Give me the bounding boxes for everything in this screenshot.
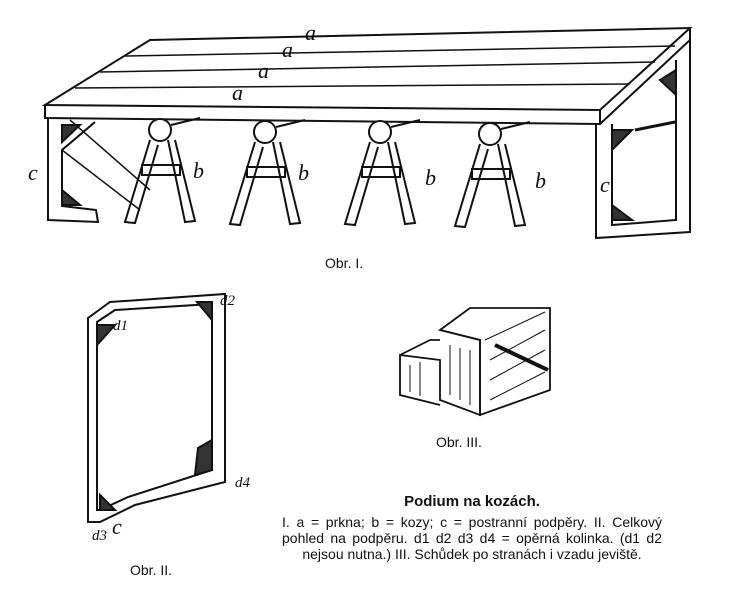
label-b: b (535, 168, 546, 193)
label-b: b (425, 165, 436, 190)
board-seams (74, 45, 676, 89)
figure-3-caption: Obr. III. (436, 434, 482, 450)
label-a: a (258, 58, 269, 83)
podium-tabletop (41, 26, 693, 112)
caption-body: I. a = prkna; b = kozy; c = postranní po… (282, 514, 662, 562)
sawhorses (123, 117, 531, 229)
label-b: b (298, 160, 309, 185)
label-a: a (232, 80, 243, 105)
figure-2-labels: d1 d2 d3 d4 c Obr. II. (92, 293, 251, 578)
label-d2: d2 (220, 293, 236, 309)
label-c: c (600, 172, 610, 197)
label-c: c (28, 160, 38, 185)
caption-title: Podium na kozách. (404, 493, 540, 510)
left-support (47, 118, 100, 224)
figure-1-labels: a a a a b b b b c c Obr. I. (28, 20, 610, 271)
figure-caption: Podium na kozách. I. a = prkna; b = kozy… (282, 493, 662, 563)
right-support (595, 40, 691, 240)
label-d3: d3 (92, 528, 107, 544)
label-c: c (112, 514, 122, 539)
figure-1-caption: Obr. I. (325, 255, 363, 271)
label-b: b (193, 158, 204, 183)
figure-3-steps (399, 307, 551, 417)
figure-2-support-frame (87, 292, 226, 523)
tabletop-front-edge (44, 105, 601, 126)
label-a: a (282, 37, 293, 62)
left-support-brace (61, 119, 151, 211)
right-knee-braces (611, 68, 677, 221)
left-knee-braces (61, 124, 83, 206)
label-d1: d1 (113, 318, 128, 334)
label-d4: d4 (235, 475, 251, 491)
figure-2-caption: Obr. II. (130, 562, 172, 578)
label-a: a (305, 20, 316, 45)
figure-1-podium (41, 26, 693, 240)
